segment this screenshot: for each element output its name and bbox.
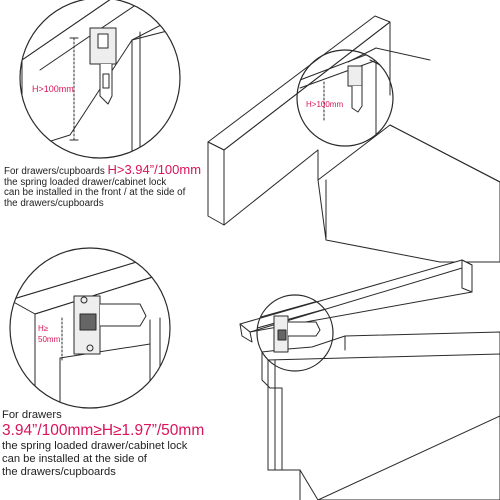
magnifier-top-right: H>100mm bbox=[296, 49, 394, 147]
circle-label-bl-1: H≥ bbox=[38, 324, 49, 333]
caption-top-prefix: For drawers/cupboards bbox=[4, 166, 108, 177]
caption-top-line2: the spring loaded drawer/cabinet lock bbox=[4, 176, 167, 188]
circle-label-tl: H>100mm bbox=[32, 84, 74, 94]
top-cabinet-illustration bbox=[207, 15, 500, 263]
circle-label-bl-2: 50mm bbox=[38, 335, 61, 344]
caption-bottom-highlight: 3.94”/100mm≥H≥1.97”/50mm bbox=[2, 421, 205, 439]
magnifier-bottom-left: H≥ 50mm bbox=[9, 247, 171, 409]
caption-top-line4: the drawers/cupboards bbox=[4, 197, 104, 209]
caption-bottom-line4: can be installed at the side of bbox=[2, 453, 147, 466]
caption-bottom-line3: the spring loaded drawer/cabinet lock bbox=[2, 440, 188, 453]
circle-label-tr: H>100mm bbox=[306, 100, 343, 109]
caption-bottom-line1: For drawers bbox=[2, 409, 62, 421]
magnifier-top-left: H>100mm bbox=[19, 0, 181, 159]
magnifier-bottom-right bbox=[256, 294, 334, 372]
bottom-cabinet-illustration bbox=[239, 259, 500, 500]
caption-top-highlight: H>3.94”/100mm bbox=[107, 162, 202, 177]
caption-bottom-line5: the drawers/cupboards bbox=[2, 466, 116, 479]
caption-bottom: For drawers 3.94”/100mm≥H≥1.97”/50mm the… bbox=[2, 409, 204, 479]
caption-top: For drawers/cupboards H>3.94”/100mm the … bbox=[4, 162, 202, 209]
caption-top-line3: can be installed in the front / at the s… bbox=[4, 187, 186, 199]
